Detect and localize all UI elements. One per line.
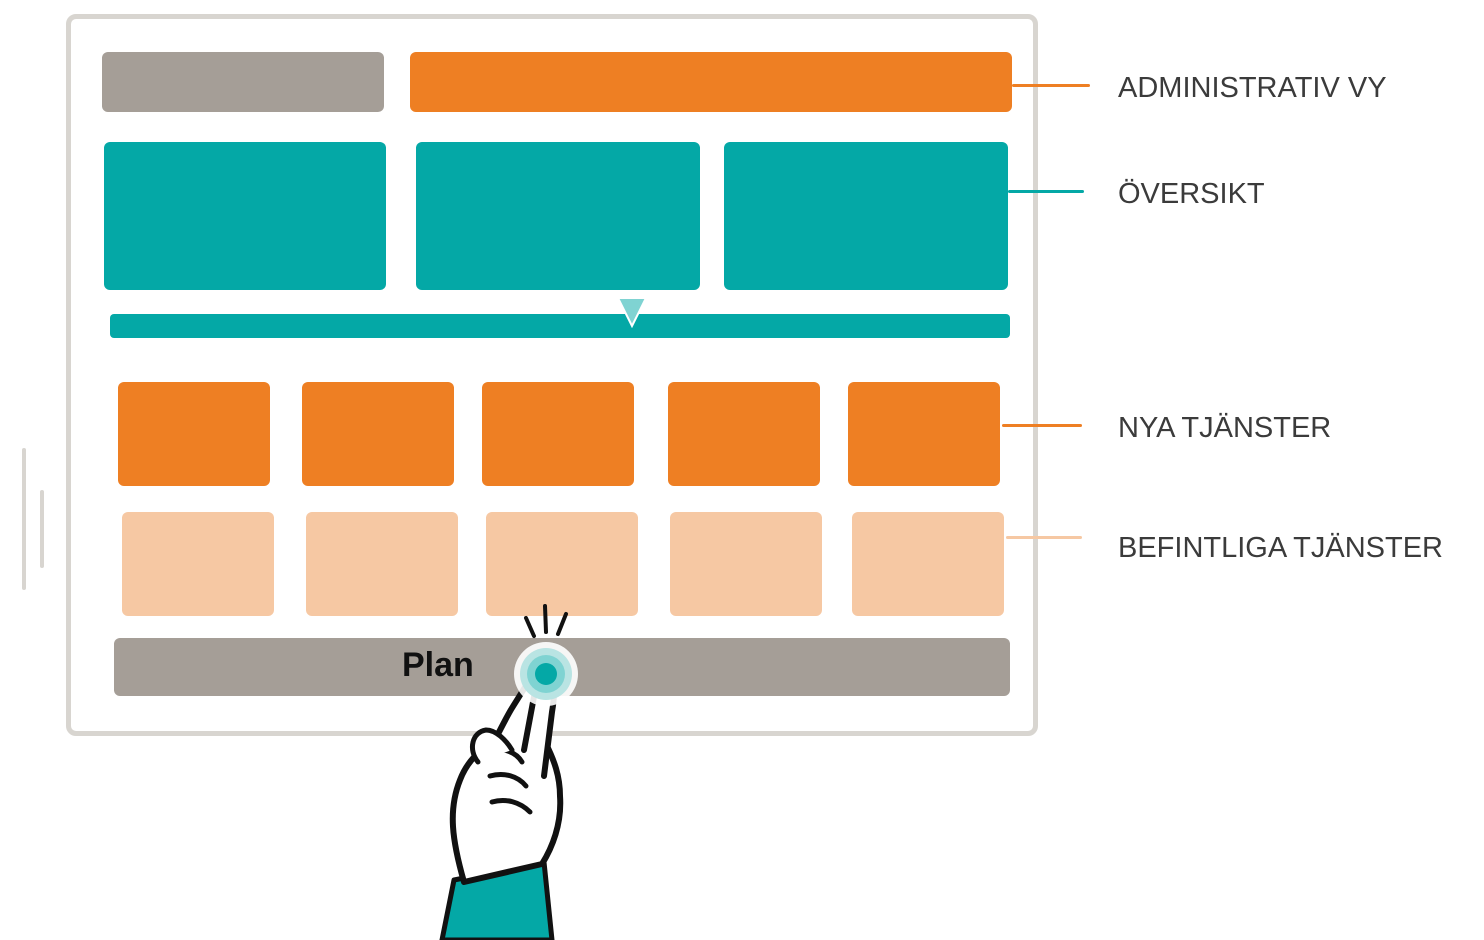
existing-service-tile[interactable]: [852, 512, 1004, 616]
scrubber-pointer-icon: [616, 297, 648, 328]
motion-line: [40, 490, 44, 568]
new-services-connector: [1002, 424, 1082, 427]
overview-panel-1[interactable]: [104, 142, 386, 290]
tap-ripple-icon: [514, 642, 578, 706]
new-service-tile[interactable]: [848, 382, 1000, 486]
new-service-tile[interactable]: [302, 382, 454, 486]
existing-service-tile[interactable]: [670, 512, 822, 616]
header-logo-block: [102, 52, 384, 112]
plan-nav-label: Plan: [402, 646, 474, 684]
existing-services-callout: BEFINTLIGA TJÄNSTER: [1118, 532, 1443, 564]
new-service-tile[interactable]: [482, 382, 634, 486]
overview-callout: ÖVERSIKT: [1118, 178, 1265, 210]
admin-view-callout: ADMINISTRATIV VY: [1118, 72, 1387, 104]
tap-motion-lines-icon: [524, 604, 568, 638]
new-service-tile[interactable]: [118, 382, 270, 486]
existing-service-tile[interactable]: [486, 512, 638, 616]
new-service-tile[interactable]: [668, 382, 820, 486]
existing-services-connector: [1006, 536, 1082, 539]
motion-line: [22, 448, 26, 590]
admin-view-bar[interactable]: [410, 52, 1012, 112]
existing-service-tile[interactable]: [122, 512, 274, 616]
overview-scrubber-bar[interactable]: [110, 314, 1010, 338]
existing-service-tile[interactable]: [306, 512, 458, 616]
overview-connector: [1008, 190, 1084, 193]
admin-view-connector: [1012, 84, 1090, 87]
new-services-callout: NYA TJÄNSTER: [1118, 412, 1332, 444]
overview-panel-3[interactable]: [724, 142, 1008, 290]
overview-panel-2[interactable]: [416, 142, 700, 290]
